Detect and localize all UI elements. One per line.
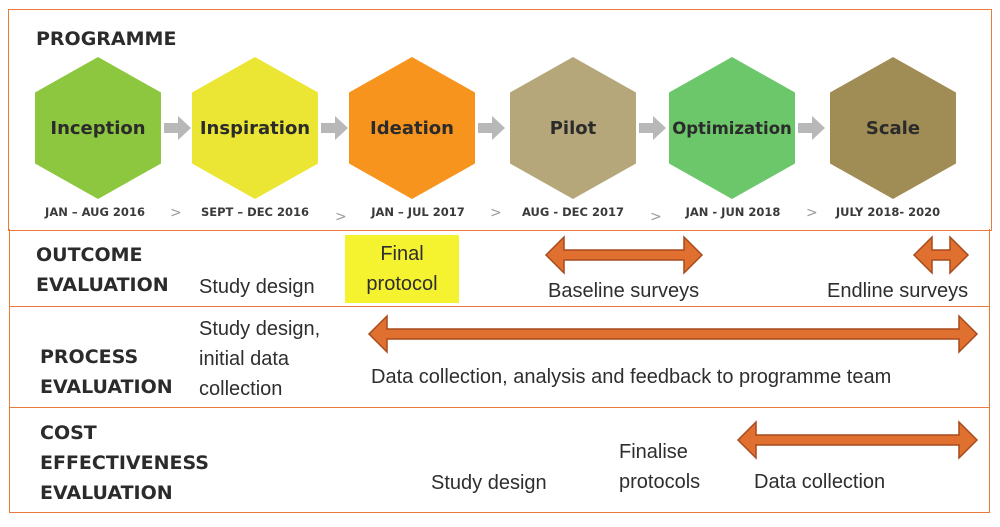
finalise-protocols-line1: Finalise <box>619 441 688 463</box>
phase-name: Inception <box>50 117 146 139</box>
process-data-collection-arrow <box>367 314 979 354</box>
phase-name: Scale <box>865 117 921 139</box>
endline-surveys-arrow <box>912 235 970 275</box>
step-arrow-icon <box>478 116 505 140</box>
process-title-line2: EVALUATION <box>40 376 173 398</box>
phase-dates: JAN – AUG 2016 <box>45 205 145 219</box>
outcome-title-line2: EVALUATION <box>36 274 169 296</box>
step-arrow-icon <box>321 116 348 140</box>
divider-outcome-process <box>9 306 990 307</box>
phase-name: Optimization <box>672 118 792 138</box>
cost-data-collection-label: Data collection <box>754 471 886 493</box>
phase-dates: AUG - DEC 2017 <box>522 205 624 219</box>
cost-title-line3: EVALUATION <box>40 482 173 504</box>
date-separator-icon: > <box>650 209 662 225</box>
outcome-title-line1: OUTCOME <box>36 244 143 266</box>
evaluation-panel <box>9 229 990 513</box>
phase-name: Inspiration <box>199 117 311 139</box>
cost-title-line2: EFFECTIVENESS <box>40 452 209 474</box>
process-study-line1: Study design, <box>199 318 321 340</box>
phase-name: Ideation <box>370 117 454 139</box>
final-protocol-line2: protocol <box>366 273 438 295</box>
cost-data-collection-arrow <box>736 420 979 460</box>
phase-dates: JAN - JUN 2018 <box>685 205 781 219</box>
process-title-line1: PROCESS <box>40 346 139 368</box>
final-protocol-line1: Final <box>380 243 424 265</box>
phase-dates: JULY 2018- 2020 <box>835 205 941 219</box>
cost-title-line1: COST <box>40 422 97 444</box>
final-protocol-box: Final protocol <box>345 235 459 303</box>
process-data-collection-label: Data collection, analysis and feedback t… <box>371 366 892 388</box>
baseline-surveys-arrow <box>544 235 704 275</box>
phase-name: Pilot <box>549 117 597 139</box>
baseline-surveys-label: Baseline surveys <box>548 280 700 302</box>
programme-title: PROGRAMME <box>36 28 177 50</box>
cost-study-design: Study design <box>431 472 547 494</box>
phase-dates: JAN – JUL 2017 <box>371 205 465 219</box>
date-separator-icon: > <box>170 205 182 221</box>
step-arrow-icon <box>639 116 666 140</box>
date-separator-icon: > <box>806 205 818 221</box>
divider-process-cost <box>9 407 990 408</box>
process-study-line2: initial data <box>199 348 290 370</box>
step-arrow-icon <box>798 116 825 140</box>
finalise-protocols-line2: protocols <box>619 471 701 493</box>
phase-dates: SEPT – DEC 2016 <box>200 205 310 219</box>
programme-panel <box>8 9 992 231</box>
process-study-line3: collection <box>199 378 283 400</box>
step-arrow-icon <box>164 116 191 140</box>
date-separator-icon: > <box>490 205 502 221</box>
endline-surveys-label: Endline surveys <box>827 280 969 302</box>
outcome-study-design: Study design <box>199 276 315 298</box>
date-separator-icon: > <box>335 209 347 225</box>
